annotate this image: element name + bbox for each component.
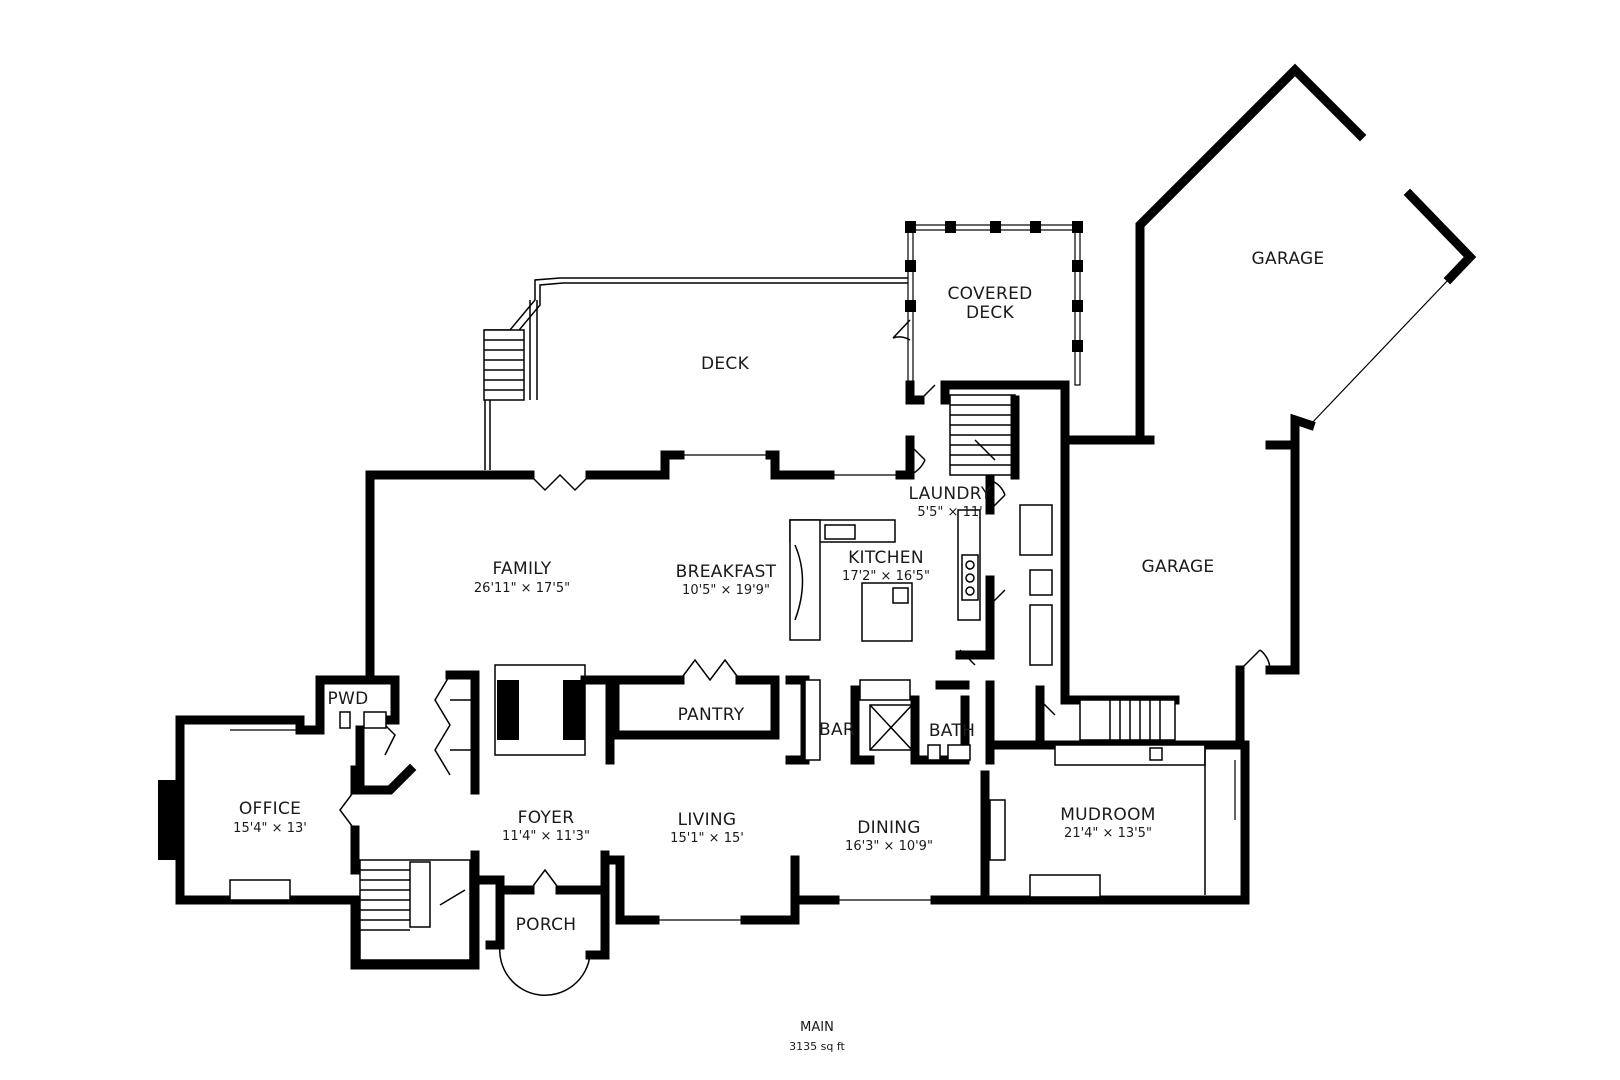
garage-lower-label: GARAGE <box>1142 557 1215 577</box>
kitchen-dimensions: 17'2" × 16'5" <box>842 569 930 584</box>
porch-label: PORCH <box>516 915 577 935</box>
mudroom-dimensions: 21'4" × 13'5" <box>1064 826 1152 841</box>
living-label: LIVING <box>678 810 737 830</box>
dining-label: DINING <box>857 818 921 838</box>
mudroom-label: MUDROOM <box>1060 805 1156 825</box>
bar-label: BAR <box>819 720 855 740</box>
covered-deck-outline <box>892 221 1083 386</box>
bath-label: BATH <box>929 721 975 741</box>
floor-area-label: 3135 sq ft <box>789 1040 845 1053</box>
dining-dimensions: 16'3" × 10'9" <box>845 839 933 854</box>
office-label: OFFICE <box>239 799 301 819</box>
family-dimensions: 26'11" × 17'5" <box>474 581 570 596</box>
breakfast-dimensions: 10'5" × 19'9" <box>682 583 770 598</box>
foyer-dimensions: 11'4" × 11'3" <box>502 829 590 844</box>
laundry-label: LAUNDRY <box>909 484 992 504</box>
pwd-label: PWD <box>327 689 368 709</box>
laundry-dimensions: 5'5" × 11' <box>917 505 982 520</box>
covered-deck-label-line2: DECK <box>966 303 1015 323</box>
foyer-label: FOYER <box>518 808 575 828</box>
garage-upper-label: GARAGE <box>1252 249 1325 269</box>
deck-label: DECK <box>701 354 750 374</box>
main-walls <box>158 380 1250 997</box>
living-dimensions: 15'1" × 15' <box>670 831 744 846</box>
office-dimensions: 15'4" × 13' <box>233 821 307 836</box>
breakfast-label: BREAKFAST <box>676 562 777 582</box>
deck-outline <box>483 277 910 470</box>
garage-walls <box>1060 63 1477 750</box>
pantry-label: PANTRY <box>678 705 745 725</box>
family-label: FAMILY <box>493 559 552 579</box>
covered-deck-label-line1: COVERED <box>947 284 1032 304</box>
floor-name-label: MAIN <box>800 1020 834 1035</box>
kitchen-label: KITCHEN <box>848 548 924 568</box>
